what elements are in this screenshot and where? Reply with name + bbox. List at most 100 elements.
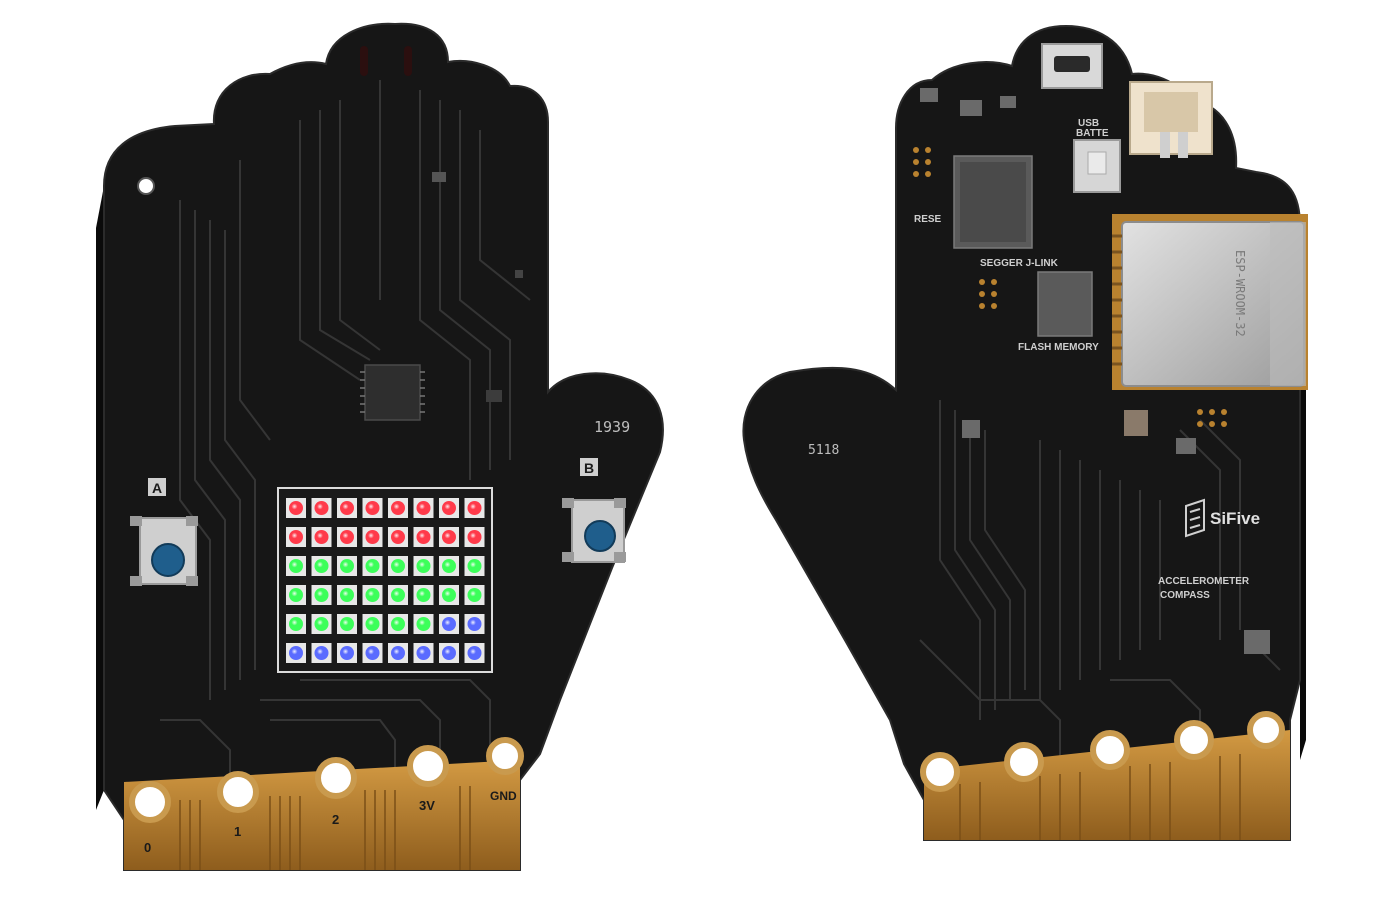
led-highlight [342,619,349,626]
front-smd-component [486,390,502,402]
esp-module-label: ESP-WROOM-32 [1233,250,1247,337]
led-highlight [291,561,298,568]
pin-2-hole[interactable] [315,757,357,799]
led-highlight [368,561,374,568]
pin-label-0: 0 [144,840,151,855]
led-matrix-frame [277,487,493,673]
segger-jlink-chip [953,155,1033,249]
front-board: 1939 A B [96,22,664,871]
led-highlight [419,619,425,626]
led-highlight [393,532,400,539]
led-highlight [291,532,298,539]
pin-label-2: 2 [332,812,339,827]
button-b-label: B [584,460,594,476]
led-highlight [342,503,349,510]
compass-label: COMPASS [1160,590,1210,601]
front-pin-holes [129,737,524,823]
back-board-code: 5118 [808,443,839,458]
sifive-brand-text: SiFive [1210,509,1260,528]
pin-label-1: 1 [234,824,241,839]
reset-label: RESE [914,214,942,225]
led-highlight [444,561,451,568]
button-a-cap[interactable] [151,543,185,577]
flash-label: FLASH MEMORY [1018,342,1099,353]
led-highlight [291,619,298,626]
led-highlight [470,503,476,510]
front-smd-component [432,172,446,182]
battery-label: BATTE [1076,128,1109,139]
usb-label: USB [1078,118,1099,129]
led-highlight [419,648,425,655]
led-highlight [470,590,476,597]
back-smd-component [960,100,982,116]
led-highlight [317,648,323,655]
button-b[interactable] [562,498,626,563]
led-highlight [470,648,476,655]
led-highlight [393,503,400,510]
led-highlight [317,590,323,597]
led-highlight [291,503,298,510]
led-highlight [317,532,323,539]
button-a[interactable] [130,516,198,586]
reset-button[interactable] [1073,139,1121,193]
flash-memory-chip [1037,271,1093,337]
led-highlight [342,532,349,539]
jlink-label: SEGGER J-LINK [980,258,1059,269]
back-smd-component [962,420,980,438]
led-highlight [368,619,374,626]
led-highlight [393,561,400,568]
back-pin-hole[interactable] [920,752,960,792]
pin-gnd-hole[interactable] [486,737,524,775]
pin-3v-hole[interactable] [407,745,449,787]
back-pin-hole[interactable] [1090,730,1130,770]
front-board-pcb [103,22,664,871]
button-a-label-bg [148,478,166,496]
front-top-slot-left [360,46,368,76]
led-highlight [444,619,451,626]
button-a-label: A [152,480,162,496]
led-highlight [470,619,476,626]
pin-1-hole[interactable] [217,771,259,813]
led-highlight [470,532,476,539]
led-highlight [444,503,451,510]
front-top-slot-right [404,46,412,76]
back-pin-hole[interactable] [1247,711,1285,749]
sifive-logo-icon [1185,498,1205,538]
led-highlight [317,503,323,510]
led-highlight [470,561,476,568]
led-highlight [291,648,298,655]
back-pin-hole[interactable] [1174,720,1214,760]
led-highlight [317,619,323,626]
front-board-edge [96,186,104,810]
led-highlight [368,648,374,655]
button-b-cap[interactable] [584,520,616,552]
led-highlight [444,532,451,539]
pin-label-3v: 3V [419,798,435,813]
led-highlight [393,619,400,626]
led-highlight [342,561,349,568]
led-highlight [444,648,451,655]
pin-0-hole[interactable] [129,781,171,823]
back-gold-pads [913,147,1227,427]
led-highlight [342,590,349,597]
led-highlight [419,503,425,510]
front-mount-hole [137,177,155,195]
battery-connector[interactable] [1129,81,1213,158]
back-board: ESP-WROOM-32 USB BATTE RESE SEGGER J-LIN… [742,24,1308,841]
back-smd-component [1124,410,1148,436]
led-highlight [419,532,425,539]
back-pin-hole[interactable] [1004,742,1044,782]
accelerometer-label: ACCELEROMETER [1158,576,1250,587]
led-matrix [277,487,493,673]
led-highlight [291,590,298,597]
led-highlight [368,590,374,597]
front-smd-component [515,270,523,278]
back-smd-component [1176,438,1196,454]
accelerometer-chip [1244,630,1270,654]
back-board-pcb [742,24,1301,841]
led-highlight [342,648,349,655]
usb-connector[interactable] [1041,43,1103,89]
esp-wroom-module: ESP-WROOM-32 [1112,214,1308,390]
front-traces [160,80,531,790]
